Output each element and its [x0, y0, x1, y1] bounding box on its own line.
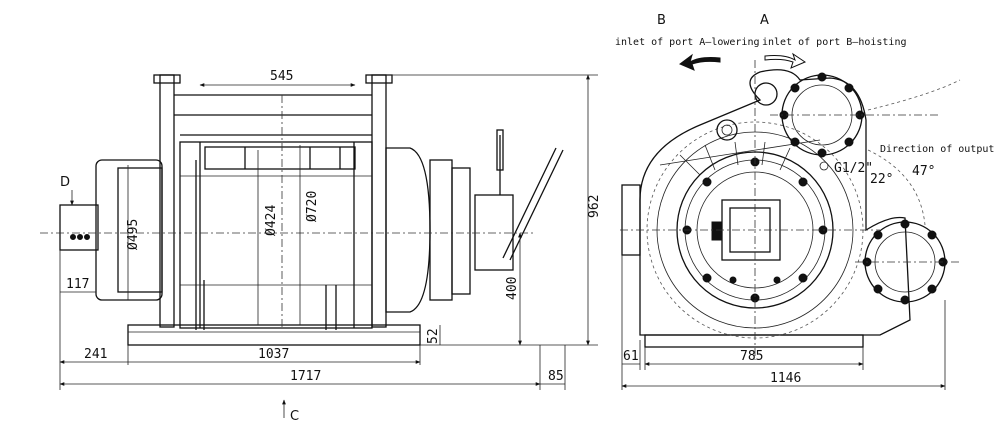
- dim-545: 545: [270, 69, 293, 84]
- angle-22-label: 22°: [870, 172, 893, 187]
- port-size-label: G1/2": [834, 161, 873, 176]
- dim-61: 61: [623, 349, 639, 364]
- end-base: [644, 334, 864, 348]
- dim-962: 962: [587, 195, 602, 218]
- drum: [179, 141, 373, 329]
- lowering-arrow-icon: [679, 53, 721, 71]
- end-view-dimensions: 61 785 1146: [621, 255, 946, 390]
- dim-117: 117: [66, 277, 89, 292]
- dim-495: Ø495: [126, 219, 141, 250]
- brake-housing: [385, 147, 431, 313]
- motor-end-cap: [59, 204, 99, 251]
- hoisting-arrow-icon: [764, 52, 807, 69]
- brake-lever: [509, 149, 564, 261]
- dim-1146: 1146: [770, 371, 801, 386]
- brake-lever-bracket: [474, 194, 514, 271]
- side-view-dimensions: 545 962 400 52 117 241 1037 1717 85 Ø495…: [59, 69, 602, 424]
- end-view: B A inlet of port A—lowering inlet of po…: [615, 13, 994, 360]
- right-side-plate: [371, 74, 387, 328]
- dim-52: 52: [426, 328, 441, 344]
- dim-400: 400: [505, 277, 520, 300]
- dim-785: 785: [740, 349, 763, 364]
- view-c-label: C: [290, 409, 299, 424]
- base-frame: [127, 324, 421, 346]
- angle-47-label: 47°: [912, 164, 935, 179]
- dim-241: 241: [84, 347, 107, 362]
- port-a-text: inlet of port A—lowering: [615, 37, 760, 48]
- gearbox-housing: [639, 69, 911, 336]
- port-a-letter: A: [760, 13, 769, 28]
- dim-720: Ø720: [305, 191, 320, 222]
- port-b-letter: B: [657, 13, 666, 28]
- dim-1037: 1037: [258, 347, 289, 362]
- view-d-label: D: [60, 175, 70, 190]
- port-b-text: inlet of port B—hoisting: [762, 37, 907, 48]
- side-view: [40, 74, 564, 346]
- dim-424: Ø424: [264, 205, 279, 236]
- direction-output-label: Direction of output: [880, 144, 994, 155]
- dim-1717: 1717: [290, 369, 321, 384]
- dim-85: 85: [548, 369, 564, 384]
